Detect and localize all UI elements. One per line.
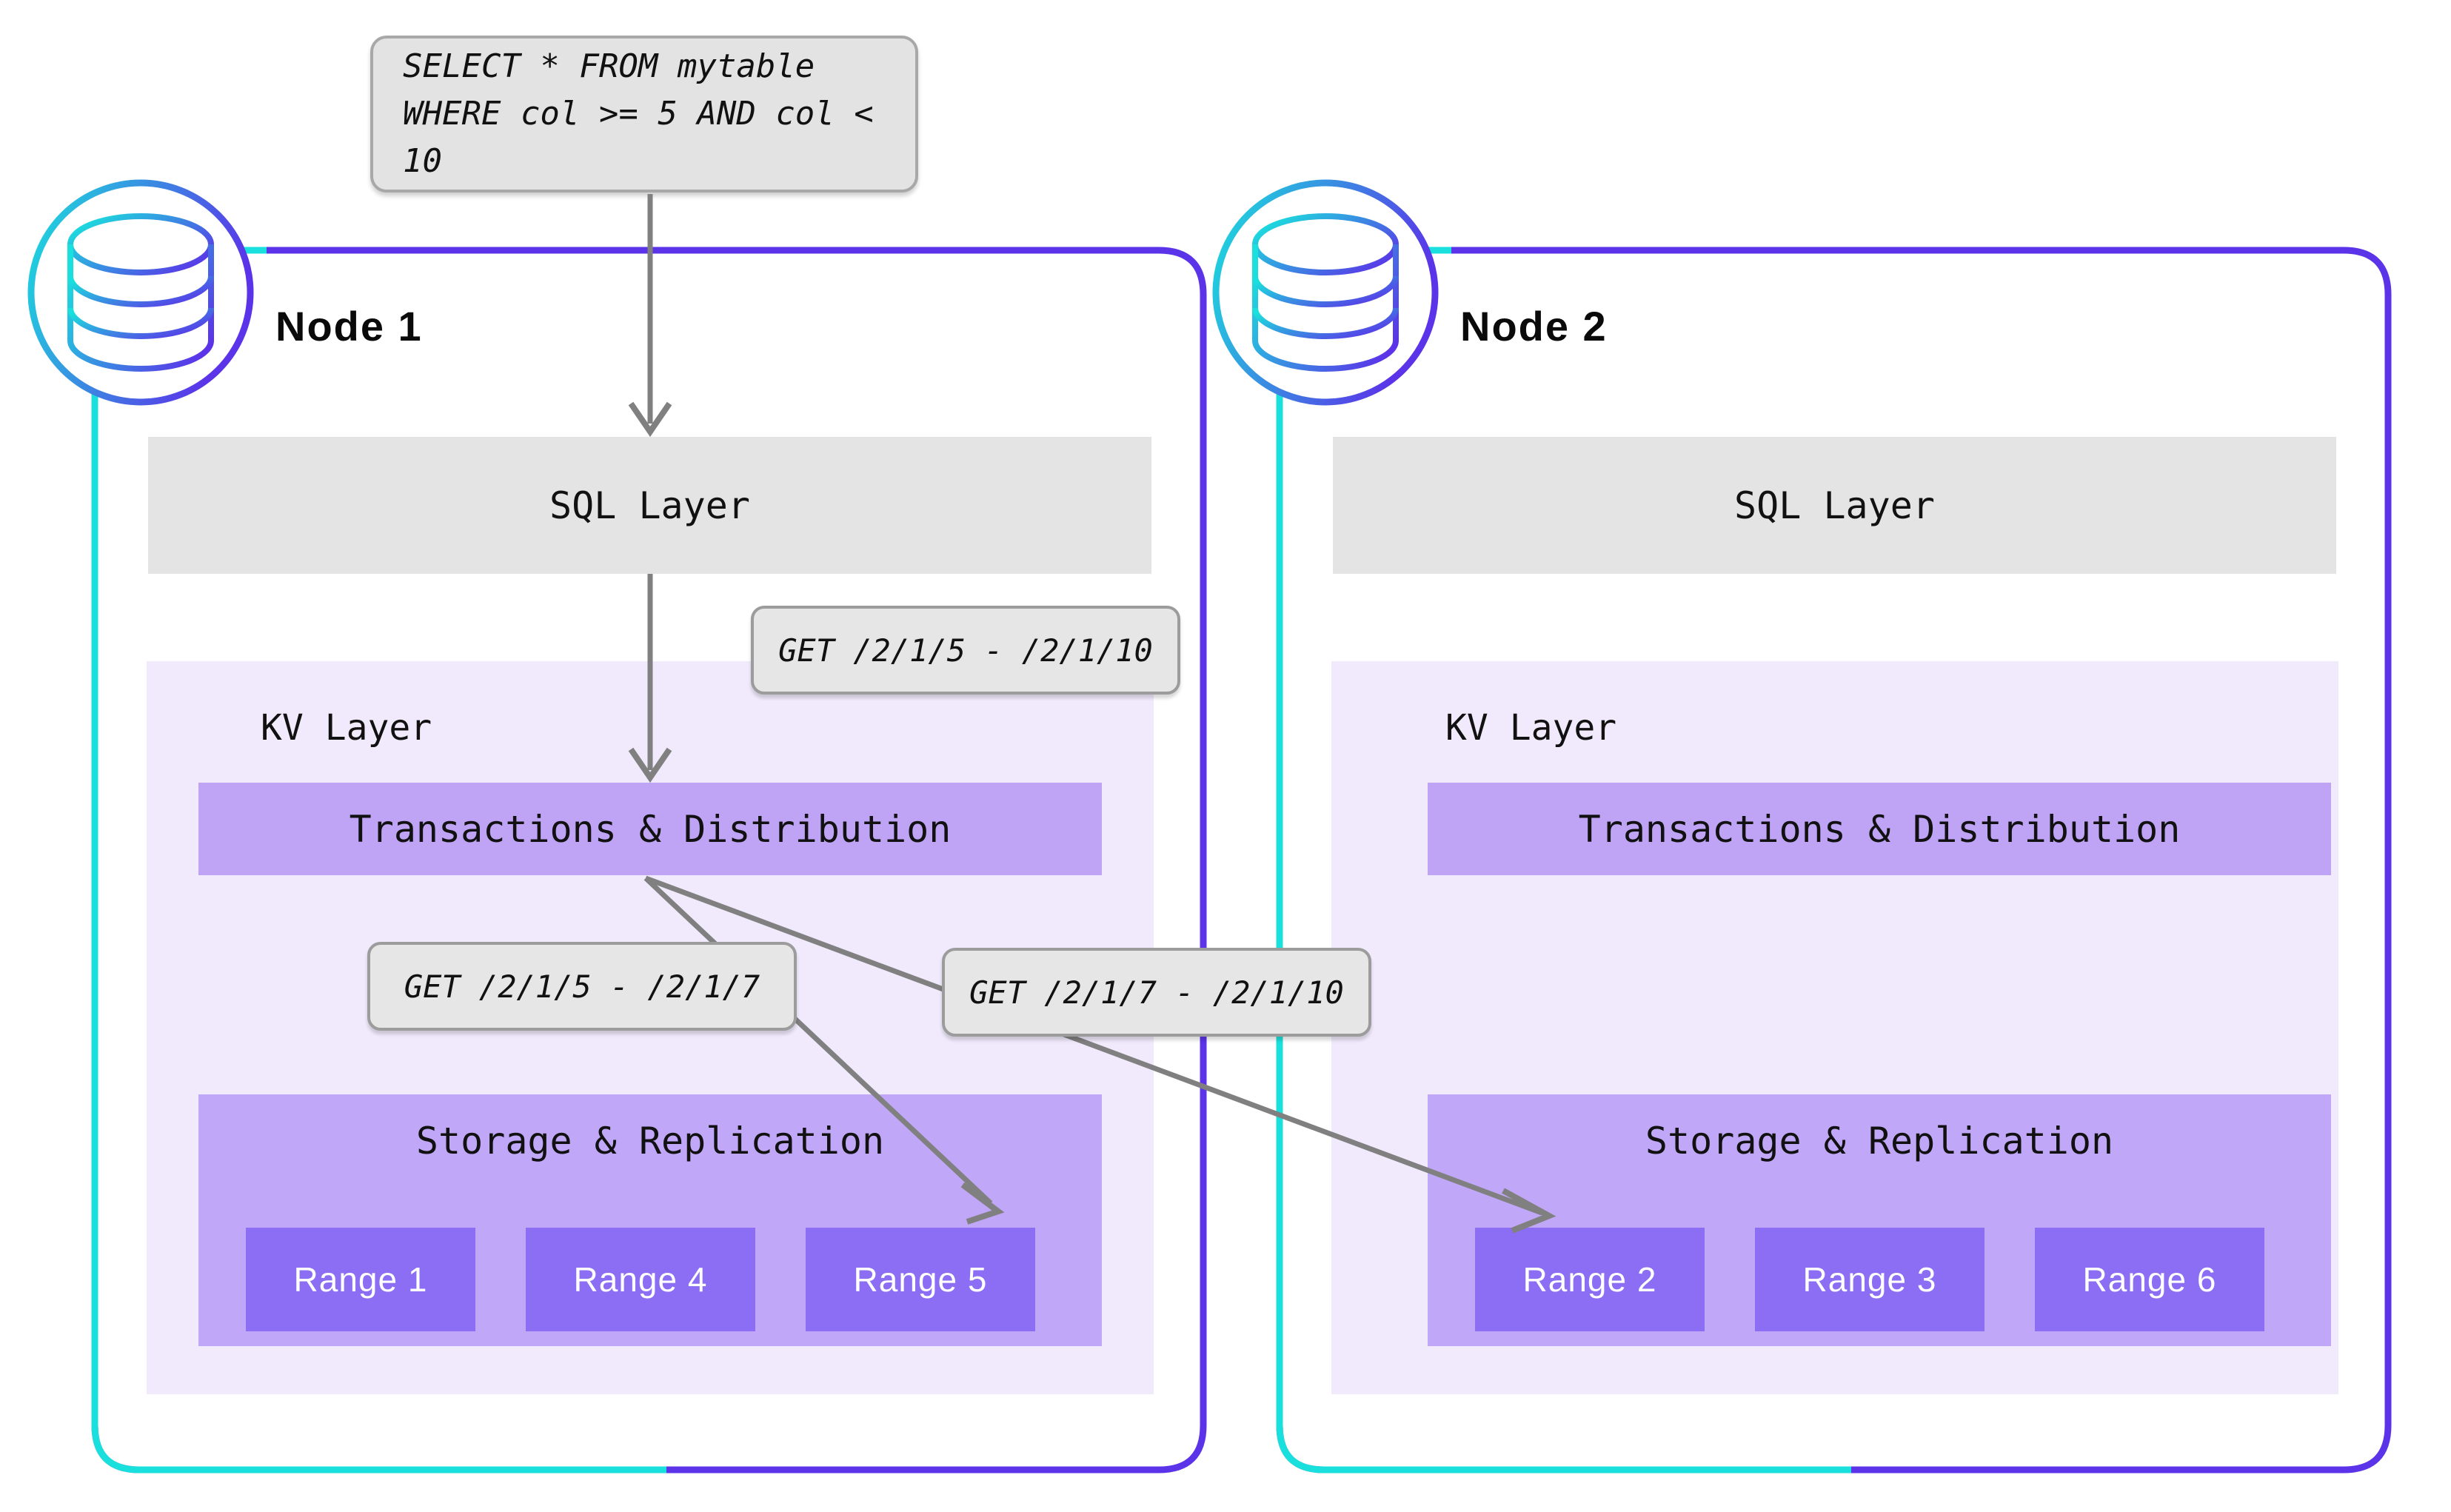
node-1-storage-box: Storage & Replication Range 1 Range 4 Ra… (198, 1094, 1102, 1346)
range-label: Range 2 (1522, 1260, 1657, 1299)
node-1-transactions-label: Transactions & Distribution (349, 807, 952, 851)
node-2-title: Node 2 (1460, 303, 1608, 349)
node-1-storage-label: Storage & Replication (415, 1120, 885, 1163)
range-label: Range 3 (1802, 1260, 1937, 1299)
range-label: Range 5 (853, 1260, 988, 1299)
node-2-range-2[interactable]: Range 2 (1475, 1228, 1705, 1331)
node-1-sql-layer: SQL Layer (148, 437, 1151, 574)
node-2-sql-layer: SQL Layer (1333, 437, 2336, 574)
range-label: Range 6 (2082, 1260, 2217, 1299)
get-label-remote-range: GET /2/1/7 - /2/1/10 (942, 948, 1371, 1037)
node-2-storage-box: Storage & Replication Range 2 Range 3 Ra… (1428, 1094, 2331, 1346)
node-1-sql-layer-label: SQL Layer (549, 484, 750, 527)
node-2-range-3[interactable]: Range 3 (1755, 1228, 1984, 1331)
node-2-kv-layer-label: KV Layer (1445, 707, 1617, 749)
get-label-local-range: GET /2/1/5 - /2/1/7 (367, 942, 797, 1031)
node-1-title: Node 1 (275, 303, 423, 349)
node-2-range-6[interactable]: Range 6 (2035, 1228, 2264, 1331)
node-1-transactions-bar: Transactions & Distribution (198, 783, 1102, 875)
node-2-storage-label: Storage & Replication (1645, 1120, 2114, 1163)
node-2-sql-layer-label: SQL Layer (1734, 484, 1935, 527)
sql-query-line-2: WHERE col >= 5 AND col < 10 (403, 95, 874, 180)
sql-query-callout: SELECT * FROM mytable WHERE col >= 5 AND… (370, 36, 918, 193)
sql-query-line-1: SELECT * FROM mytable (403, 47, 815, 86)
node-1-badge (27, 179, 254, 406)
node-2-transactions-label: Transactions & Distribution (1578, 807, 2181, 851)
node-2-transactions-bar: Transactions & Distribution (1428, 783, 2331, 875)
node-1-range-5[interactable]: Range 5 (806, 1228, 1035, 1331)
node-1-range-4[interactable]: Range 4 (526, 1228, 755, 1331)
range-label: Range 4 (573, 1260, 708, 1299)
database-cylinder-icon (1252, 213, 1399, 372)
get-label-sql-to-kv: GET /2/1/5 - /2/1/10 (751, 606, 1180, 695)
database-cylinder-icon (67, 213, 214, 372)
range-label: Range 1 (293, 1260, 428, 1299)
node-1-range-1[interactable]: Range 1 (246, 1228, 475, 1331)
node-1-kv-layer-label: KV Layer (261, 707, 432, 749)
node-2-badge (1212, 179, 1439, 406)
